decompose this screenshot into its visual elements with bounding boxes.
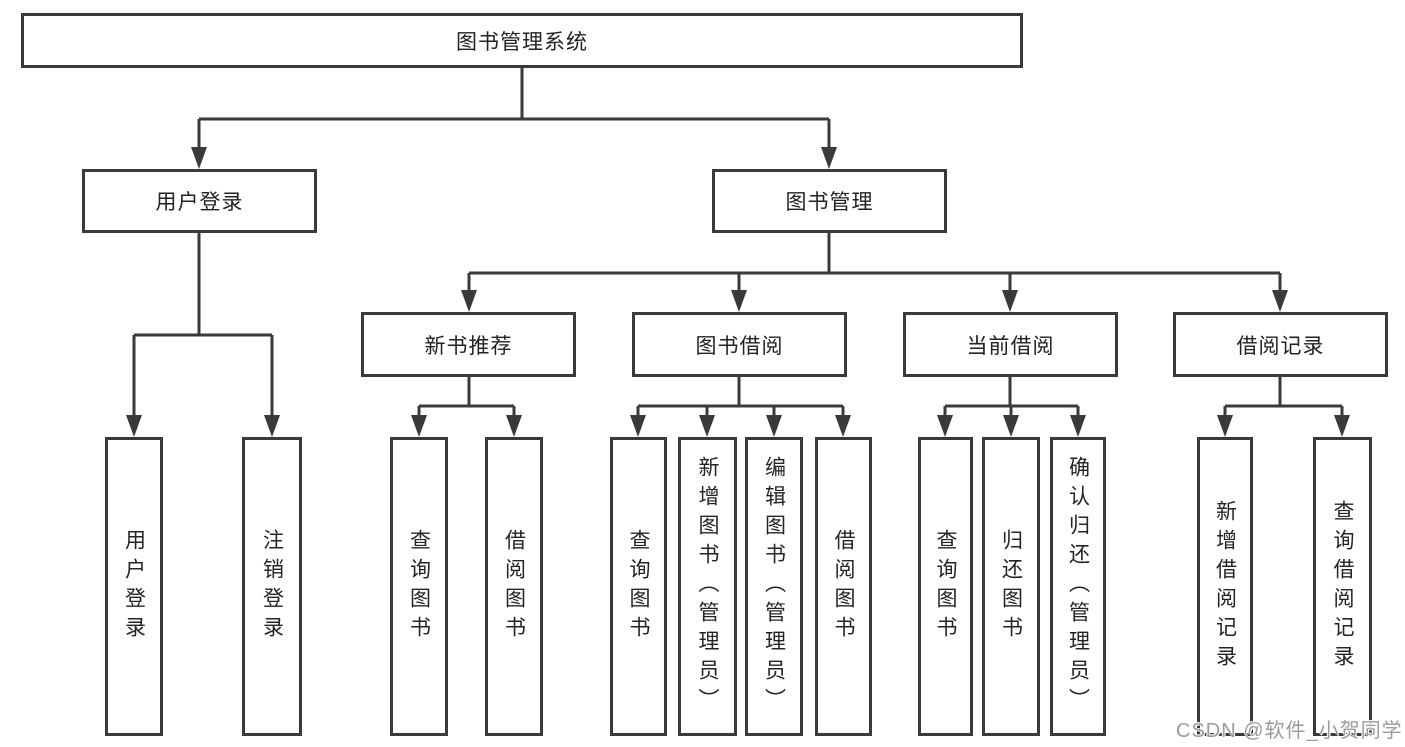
leaf-label: 用户登录 bbox=[122, 528, 146, 645]
leaf-label: 查询图书 bbox=[627, 528, 651, 645]
node-root: 图书管理系统 bbox=[21, 13, 1023, 68]
node-label: 图书管理 bbox=[785, 191, 874, 214]
leaf-label: 查询图书 bbox=[407, 528, 431, 645]
leaf-label: 新增图书（管理员） bbox=[696, 456, 720, 717]
leaf-query-books-recommend: 查询图书 bbox=[390, 437, 448, 736]
leaf-label: 归还图书 bbox=[999, 528, 1023, 645]
leaf-query-books-borrowing: 查询图书 bbox=[610, 437, 667, 736]
node-borrowing-records: 借阅记录 bbox=[1173, 312, 1388, 377]
leaf-label: 注销登录 bbox=[260, 528, 284, 645]
node-book-borrowing: 图书借阅 bbox=[632, 312, 847, 377]
leaf-query-books-current: 查询图书 bbox=[918, 437, 973, 736]
leaf-user-login: 用户登录 bbox=[105, 437, 163, 736]
leaf-label: 借阅图书 bbox=[832, 528, 856, 645]
node-label: 图书借阅 bbox=[695, 334, 784, 358]
leaf-logout-login: 注销登录 bbox=[242, 437, 302, 736]
leaf-label: 编辑图书（管理员） bbox=[762, 456, 786, 717]
leaf-return-books: 归还图书 bbox=[982, 437, 1040, 736]
leaf-add-borrow-record: 新增借阅记录 bbox=[1197, 437, 1253, 736]
leaf-label: 借阅图书 bbox=[502, 528, 526, 645]
leaf-borrow-books-recommend: 借阅图书 bbox=[485, 437, 543, 736]
leaf-query-borrow-record: 查询借阅记录 bbox=[1313, 437, 1372, 736]
leaf-confirm-return-admin: 确认归还（管理员） bbox=[1050, 437, 1106, 736]
csdn-watermark: CSDN @软件_小贺同学 bbox=[1176, 720, 1403, 742]
node-book-management: 图书管理 bbox=[712, 169, 947, 233]
leaf-borrow-books: 借阅图书 bbox=[815, 437, 872, 736]
node-label: 用户登录 bbox=[155, 191, 244, 214]
node-label: 当前借阅 bbox=[966, 334, 1055, 358]
node-label: 借阅记录 bbox=[1236, 334, 1325, 358]
leaf-label: 查询借阅记录 bbox=[1331, 499, 1355, 674]
leaf-label: 查询图书 bbox=[934, 528, 958, 645]
leaf-label: 新增借阅记录 bbox=[1213, 499, 1237, 674]
node-label: 新书推荐 bbox=[424, 334, 513, 358]
leaf-add-books-admin: 新增图书（管理员） bbox=[678, 437, 737, 736]
leaf-label: 确认归还（管理员） bbox=[1066, 456, 1090, 717]
node-label: 图书管理系统 bbox=[456, 30, 588, 54]
leaf-edit-books-admin: 编辑图书（管理员） bbox=[745, 437, 803, 736]
node-current-borrowing: 当前借阅 bbox=[903, 312, 1118, 377]
node-user-login: 用户登录 bbox=[82, 169, 317, 233]
node-new-book-recommend: 新书推荐 bbox=[361, 312, 576, 377]
